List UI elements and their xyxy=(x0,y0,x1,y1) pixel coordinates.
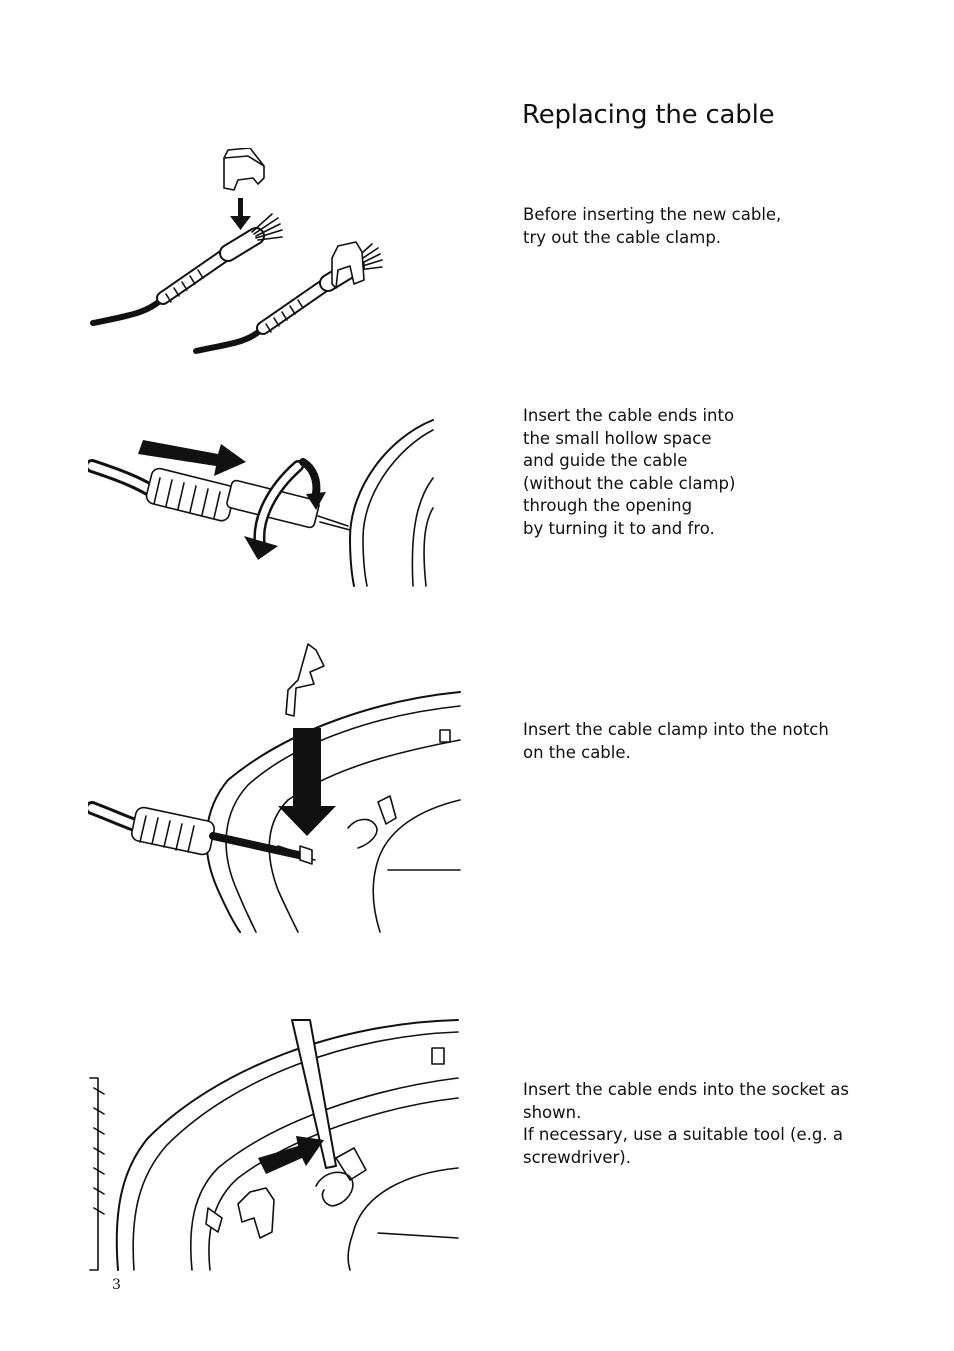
cable-clamp-trial-illustration xyxy=(88,148,418,358)
step-4-text: Insert the cable ends into the socket as… xyxy=(523,1080,849,1167)
step-2-instruction: Insert the cable ends into the small hol… xyxy=(523,405,863,540)
page-number: 3 xyxy=(112,1277,121,1293)
step-3-instruction: Insert the cable clamp into the notch on… xyxy=(523,719,863,764)
cable-insertion-illustration xyxy=(88,418,438,588)
page-title: Replacing the cable xyxy=(522,100,775,130)
step-4-instruction: Insert the cable ends into the socket as… xyxy=(523,1079,863,1169)
step-2-text: Insert the cable ends into the small hol… xyxy=(523,406,736,538)
clamp-notch-illustration xyxy=(88,640,463,935)
step-1-instruction: Before inserting the new cable, try out … xyxy=(523,204,863,249)
step-1-text: Before inserting the new cable, try out … xyxy=(523,205,782,247)
step-3-text: Insert the cable clamp into the notch on… xyxy=(523,720,829,762)
socket-insertion-illustration xyxy=(88,1018,460,1273)
